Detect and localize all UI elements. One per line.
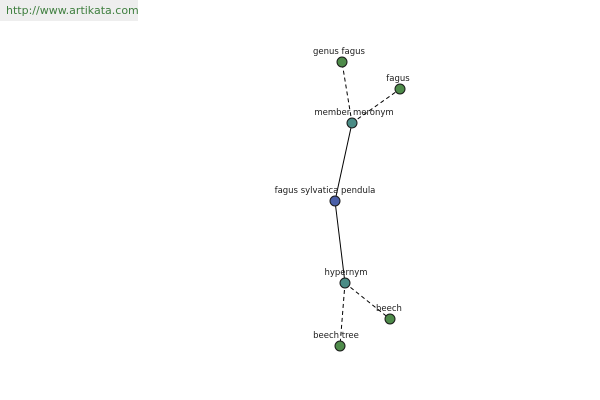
node-member-meronym[interactable]	[346, 117, 358, 129]
node-root-fagus-sylvatica-pendula[interactable]	[329, 195, 341, 207]
edge-member-meronym-to-fagus	[351, 88, 401, 124]
label-genus-fagus: genus fagus	[313, 47, 366, 57]
label-root: fagus sylvatica pendula	[275, 186, 376, 196]
edge-member-meronym-to-genus-fagus	[341, 61, 353, 124]
source-banner: http://www.artikata.com	[0, 0, 139, 21]
node-hypernym[interactable]	[339, 277, 351, 289]
label-member-meronym: member meronym	[314, 108, 393, 118]
node-fagus[interactable]	[394, 83, 406, 95]
node-genus-fagus[interactable]	[336, 56, 348, 68]
source-link[interactable]: http://www.artikata.com	[6, 4, 139, 17]
label-hypernym: hypernym	[324, 268, 367, 278]
node-beech[interactable]	[384, 313, 396, 325]
edge-root-to-hypernym	[334, 200, 346, 284]
edge-hypernym-to-beech	[344, 282, 391, 320]
label-beech-tree: beech tree	[313, 331, 359, 341]
node-beech-tree[interactable]	[334, 340, 346, 352]
label-beech: beech	[376, 304, 402, 314]
edge-hypernym-to-beech-tree	[339, 282, 346, 347]
label-fagus: fagus	[386, 74, 410, 84]
edge-root-to-member-meronym	[334, 122, 353, 202]
